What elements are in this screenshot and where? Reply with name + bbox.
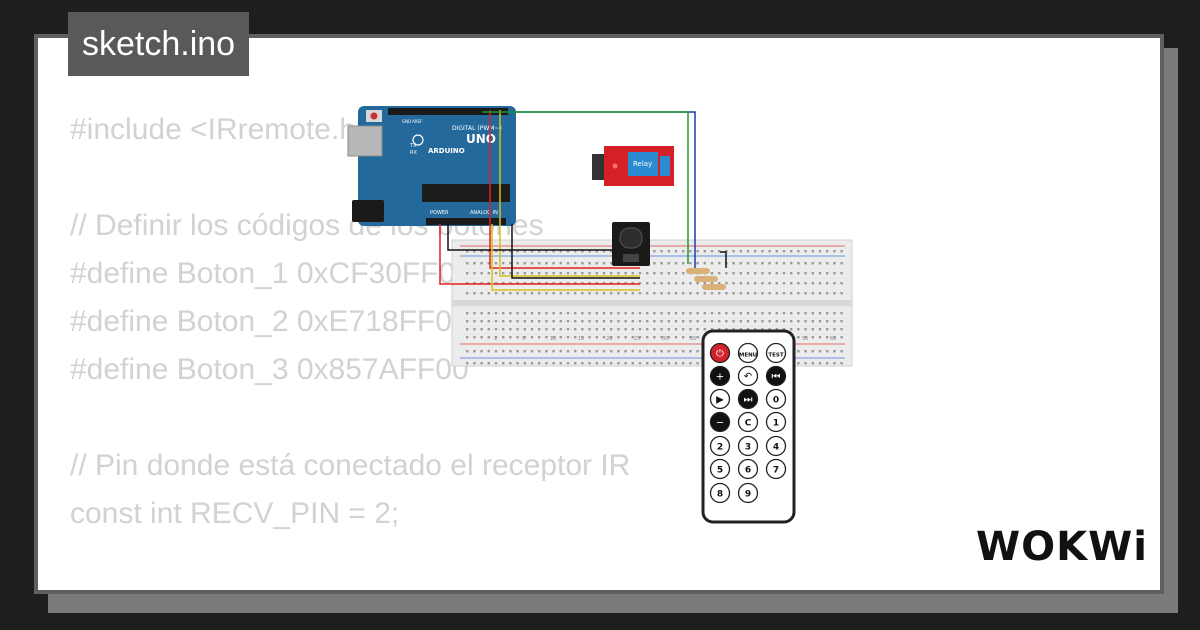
analog-header-label: ANALOG IN: [470, 210, 498, 216]
reset-button: [370, 112, 378, 120]
breadboard-number: 5: [522, 336, 525, 342]
ir-remote: ⏻ MENU TEST + ↶ ⏮ ▶ ⏭ 0 − C 1 2 3 4 5 6 7 8 9: [701, 329, 796, 524]
breadboard-number: 35: [690, 336, 696, 342]
gnd-label: GND: [402, 119, 411, 124]
next-icon: ⏭: [744, 395, 753, 406]
remote-button-label: 8: [717, 490, 723, 500]
arduino-label: ARDUINO: [428, 147, 465, 155]
breadboard-number: 1: [494, 336, 497, 342]
remote-button-label: 5: [717, 466, 723, 476]
power-jack: [352, 200, 384, 222]
relay-label: Relay: [633, 160, 652, 168]
remote-button-c[interactable]: C: [737, 411, 759, 433]
code-preview: #include <IRremote.h>// Definir los códi…: [70, 106, 631, 590]
remote-button-label: 4: [773, 443, 779, 453]
remote-button-8[interactable]: 8: [709, 482, 731, 504]
remote-button-next[interactable]: ⏭: [737, 388, 759, 410]
aref-label: AREF: [412, 119, 423, 124]
prev-icon: ⏮: [772, 372, 781, 383]
remote-button-4[interactable]: 4: [765, 435, 787, 457]
relay-module: Relay: [592, 146, 674, 186]
power-icon: ⏻: [716, 349, 724, 360]
minus-icon: −: [716, 418, 724, 429]
remote-button-label: 6: [745, 466, 751, 476]
remote-button-3[interactable]: 3: [737, 435, 759, 457]
remote-button-plus[interactable]: +: [709, 365, 731, 387]
breadboard-number: 10: [550, 336, 556, 342]
remote-button-2[interactable]: 2: [709, 435, 731, 457]
remote-button-label: C: [745, 419, 752, 429]
digital-header: [388, 108, 508, 115]
remote-button-label: TEST: [768, 353, 783, 359]
code-line: #define Boton_1 0xCF30FF00: [70, 257, 472, 290]
remote-button-label: 0: [773, 396, 779, 406]
code-line: const int RECV_PIN = 2;: [70, 497, 400, 530]
remote-button-6[interactable]: 6: [737, 458, 759, 480]
code-line: #define Boton_3 0x857AFF00: [70, 353, 469, 386]
breadboard-number: 25: [634, 336, 640, 342]
remote-button-test[interactable]: TEST: [765, 342, 787, 364]
breadboard-number: 30: [662, 336, 668, 342]
remote-button-label: 7: [773, 466, 779, 476]
tx-label: TX: [409, 143, 417, 149]
remote-button-prev[interactable]: ⏮: [765, 365, 787, 387]
relay-block: [628, 152, 658, 176]
power-header-label: POWER: [430, 210, 449, 216]
remote-button-label: 9: [745, 490, 751, 500]
play-icon: ▶: [716, 395, 724, 406]
remote-button-minus[interactable]: −: [709, 411, 731, 433]
sketch-title: sketch.ino: [68, 12, 250, 76]
remote-button-5[interactable]: 5: [709, 458, 731, 480]
remote-button-power[interactable]: ⏻: [709, 342, 731, 364]
digital-header-label: DIGITAL (PWM~): [452, 125, 502, 132]
remote-button-label: 3: [745, 443, 751, 453]
rx-label: RX: [410, 150, 417, 156]
breadboard-number: 55: [802, 336, 808, 342]
usb-port: [347, 125, 383, 157]
remote-button-label: MENU: [739, 353, 757, 359]
breadboard-number: 20: [606, 336, 612, 342]
analog-header: [426, 218, 506, 225]
remote-button-9[interactable]: 9: [737, 482, 759, 504]
ir-receiver: [612, 222, 650, 266]
arduino-uno: DIGITAL (PWM~) UNO ARDUINO AREF GND TX R…: [347, 106, 516, 226]
breadboard-number: 15: [578, 336, 584, 342]
remote-button-back[interactable]: ↶: [737, 365, 759, 387]
remote-button-label: 1: [773, 419, 779, 429]
wires: [439, 110, 727, 291]
atmega-chip: [422, 184, 510, 202]
wokwi-logo: WOKWi: [976, 524, 1148, 570]
plus-icon: +: [716, 372, 724, 383]
uno-label: UNO: [466, 132, 496, 146]
remote-button-label: 2: [717, 443, 723, 453]
breadboard-number: 60: [830, 336, 836, 342]
code-line: #define Boton_2 0xE718FF00: [70, 305, 469, 338]
code-line: // Pin donde está conectado el receptor …: [70, 449, 631, 482]
remote-button-menu[interactable]: MENU: [737, 342, 759, 364]
arduino-infinity-icon: [412, 134, 424, 146]
code-line: #include <IRremote.h>: [70, 113, 374, 146]
remote-button-7[interactable]: 7: [765, 458, 787, 480]
resistors: [686, 268, 726, 290]
back-icon: ↶: [744, 372, 752, 383]
remote-button-play[interactable]: ▶: [709, 388, 731, 410]
remote-button-0[interactable]: 0: [765, 388, 787, 410]
remote-button-1[interactable]: 1: [765, 411, 787, 433]
